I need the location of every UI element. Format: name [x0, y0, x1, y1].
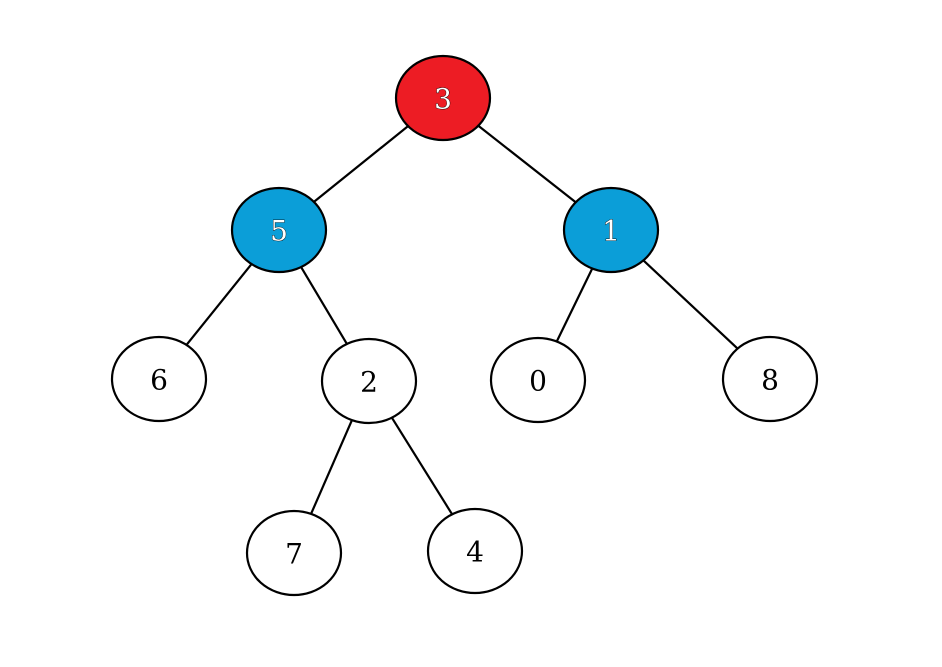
node-ellipse	[320, 337, 418, 425]
node-label: 7	[285, 538, 303, 571]
node-ellipse	[394, 54, 492, 142]
node-label: 0	[529, 365, 547, 398]
tree-node-8: 8	[721, 335, 819, 423]
node-ellipse	[489, 336, 587, 424]
node-label: 1	[602, 215, 620, 248]
node-label: 4	[466, 536, 484, 569]
tree-node-6: 6	[110, 335, 208, 423]
node-label: 5	[270, 215, 288, 248]
edge-n5-n2	[300, 266, 348, 345]
node-label: 2	[360, 366, 378, 399]
node-label: 8	[761, 364, 779, 397]
node-ellipse	[110, 335, 208, 423]
tree-node-4: 4	[426, 507, 524, 595]
node-label: 3	[434, 83, 452, 116]
edge-n1-n0	[555, 268, 594, 342]
node-ellipse	[245, 509, 343, 597]
edge-n2-n7	[310, 419, 353, 515]
node-label: 6	[150, 364, 168, 397]
edge-n3-n1	[477, 124, 577, 204]
edge-n1-n8	[642, 259, 739, 350]
tree-node-7: 7	[245, 509, 343, 597]
edge-n2-n4	[390, 417, 454, 515]
node-ellipse	[721, 335, 819, 423]
nodes-layer: 3 5 1 6 2 0 8 7 4	[110, 54, 819, 597]
node-ellipse	[230, 186, 328, 274]
node-ellipse	[562, 186, 660, 274]
edge-n3-n5	[313, 125, 409, 203]
tree-node-3: 3	[394, 54, 492, 142]
tree-node-0: 0	[489, 336, 587, 424]
edge-n5-n6	[185, 263, 253, 346]
tree-node-2: 2	[320, 337, 418, 425]
edges-layer	[185, 124, 739, 515]
tree-node-5: 5	[230, 186, 328, 274]
tree-node-1: 1	[562, 186, 660, 274]
node-ellipse	[426, 507, 524, 595]
